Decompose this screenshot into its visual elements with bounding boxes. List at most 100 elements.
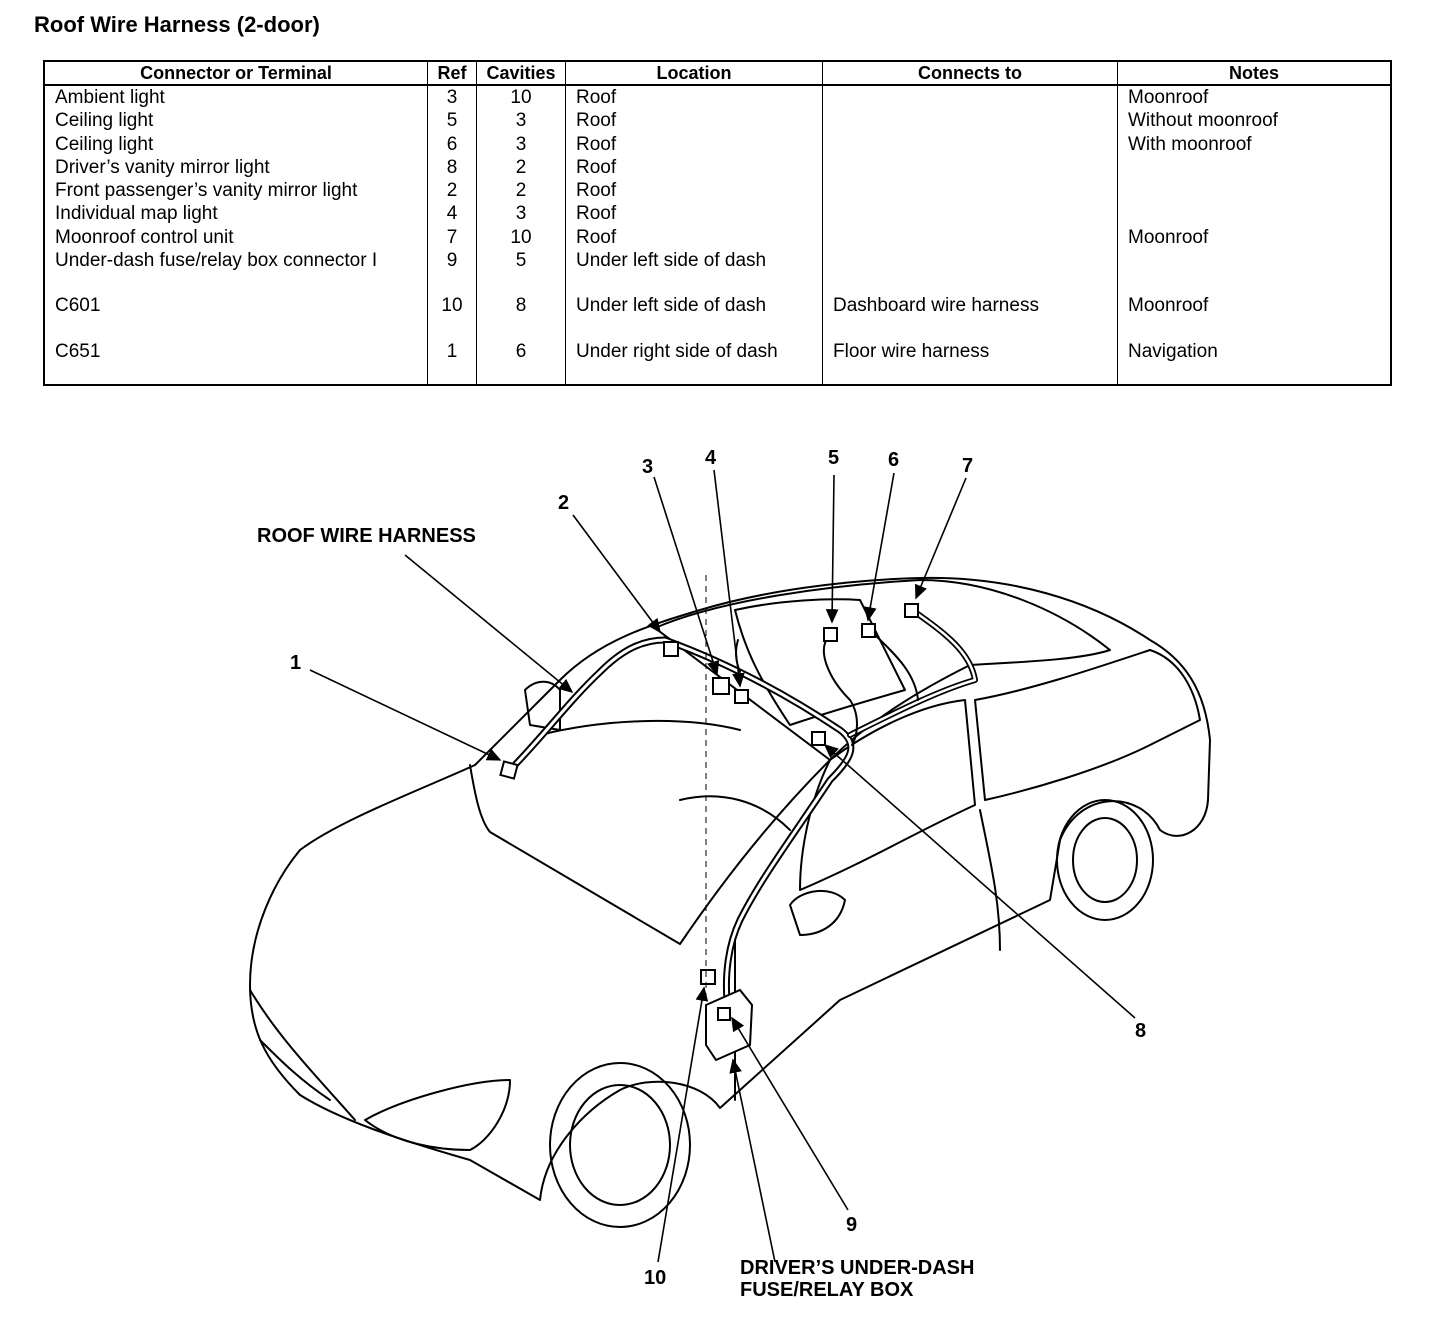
header-ref: Ref bbox=[427, 61, 477, 86]
cell-location: Under left side of dash bbox=[565, 272, 823, 318]
cell-connects-to bbox=[822, 132, 1118, 156]
cell-ref: 6 bbox=[427, 132, 477, 156]
cell-cavities: 5 bbox=[476, 249, 566, 273]
cell-connects-to bbox=[822, 155, 1118, 180]
leader-7 bbox=[915, 477, 967, 600]
header-connects-to: Connects to bbox=[822, 61, 1118, 86]
cell-connector: C651 bbox=[55, 340, 101, 362]
cell-ref: 1 bbox=[427, 317, 477, 385]
leader-harness bbox=[404, 554, 574, 694]
leader-4 bbox=[713, 469, 745, 688]
page-title: Roof Wire Harness (2-door) bbox=[34, 12, 320, 37]
cell-cavities: 6 bbox=[476, 317, 566, 385]
cell-location: Roof bbox=[565, 179, 823, 203]
leader-3 bbox=[653, 476, 720, 676]
connector-9 bbox=[717, 1007, 731, 1021]
cell-connects-to: Floor wire harness bbox=[822, 317, 1118, 385]
cell-notes bbox=[1117, 179, 1391, 203]
label-fuse-box-line2: FUSE/RELAY BOX bbox=[740, 1279, 914, 1301]
cell-notes: Moonroof bbox=[1117, 225, 1391, 250]
callout-10: 10 bbox=[644, 1267, 667, 1289]
cell-connects-to: Dashboard wire harness bbox=[822, 272, 1118, 318]
cell-location: Roof bbox=[565, 132, 823, 156]
cell-cavities: 8 bbox=[476, 272, 566, 318]
leader-6 bbox=[863, 472, 895, 622]
cell-ref: 9 bbox=[427, 249, 477, 273]
callout-6: 6 bbox=[888, 449, 900, 471]
cell-connects-to bbox=[822, 85, 1118, 110]
cell-connector: Ceiling light bbox=[55, 110, 154, 132]
cell-connector: Front passenger’s vanity mirror light bbox=[55, 180, 358, 202]
header-notes: Notes bbox=[1117, 61, 1391, 86]
cell-notes bbox=[1117, 155, 1391, 180]
header-location: Location bbox=[565, 61, 823, 86]
cell-notes: Moonroof bbox=[1117, 85, 1391, 110]
callout-7: 7 bbox=[962, 455, 974, 477]
header-connector: Connector or Terminal bbox=[44, 61, 428, 86]
cell-cavities: 10 bbox=[476, 225, 566, 250]
leader-2 bbox=[572, 514, 661, 634]
connector-10 bbox=[700, 969, 716, 985]
connector-6 bbox=[861, 623, 876, 638]
leader-fuse-box bbox=[729, 1058, 776, 1263]
cell-location: Roof bbox=[565, 225, 823, 250]
connector-table: Connector or Terminal Ref Cavities Locat… bbox=[43, 60, 1392, 386]
cell-cavities: 3 bbox=[476, 132, 566, 156]
label-fuse-box-line1: DRIVER’S UNDER-DASH bbox=[740, 1257, 975, 1279]
windshield-outline bbox=[469, 627, 831, 945]
headlight bbox=[364, 1079, 511, 1151]
callout-3: 3 bbox=[642, 456, 654, 478]
cell-connector: Driver’s vanity mirror light bbox=[55, 156, 270, 178]
callout-9: 9 bbox=[846, 1214, 858, 1236]
callout-4: 4 bbox=[705, 447, 717, 469]
callout-5: 5 bbox=[828, 447, 840, 469]
cell-connector: Moonroof control unit bbox=[55, 226, 234, 248]
cell-connector: Individual map light bbox=[55, 203, 218, 225]
label-roof-wire-harness: ROOF WIRE HARNESS bbox=[257, 525, 476, 547]
connector-8 bbox=[811, 731, 826, 746]
cell-cavities: 2 bbox=[476, 155, 566, 180]
rear-wheel bbox=[1056, 799, 1154, 921]
roof-wire-harness bbox=[506, 636, 855, 1004]
cell-connector: Under-dash fuse/relay box connector I bbox=[55, 250, 378, 272]
cell-notes: Moonroof bbox=[1117, 272, 1391, 318]
cell-notes: Without moonroof bbox=[1117, 109, 1391, 133]
leader-5 bbox=[825, 474, 839, 624]
front-wheel bbox=[549, 1062, 691, 1228]
cell-connects-to bbox=[822, 179, 1118, 203]
leader-1 bbox=[309, 669, 502, 761]
cell-location: Roof bbox=[565, 85, 823, 110]
cell-notes bbox=[1117, 202, 1391, 226]
connector-1 bbox=[499, 760, 519, 780]
passenger-mirror bbox=[524, 680, 561, 731]
leader-8 bbox=[823, 743, 1136, 1019]
connector-2 bbox=[663, 641, 679, 657]
connector-7 bbox=[904, 603, 919, 618]
cell-cavities: 10 bbox=[476, 85, 566, 110]
callout-8: 8 bbox=[1135, 1020, 1147, 1042]
car-body-outline bbox=[249, 576, 1211, 1201]
header-cavities: Cavities bbox=[476, 61, 566, 86]
cell-cavities: 3 bbox=[476, 109, 566, 133]
cell-ref: 10 bbox=[427, 272, 477, 318]
cell-connector: Ceiling light bbox=[55, 133, 154, 155]
cell-connects-to bbox=[822, 225, 1118, 250]
roof-line bbox=[654, 579, 1111, 761]
connector-3 bbox=[712, 677, 730, 695]
cell-cavities: 3 bbox=[476, 202, 566, 226]
cell-notes bbox=[1117, 249, 1391, 273]
cell-location: Under right side of dash bbox=[565, 317, 823, 385]
cell-location: Roof bbox=[565, 155, 823, 180]
connector-4 bbox=[734, 689, 749, 704]
cell-connects-to bbox=[822, 109, 1118, 133]
cell-notes: Navigation bbox=[1117, 317, 1391, 385]
